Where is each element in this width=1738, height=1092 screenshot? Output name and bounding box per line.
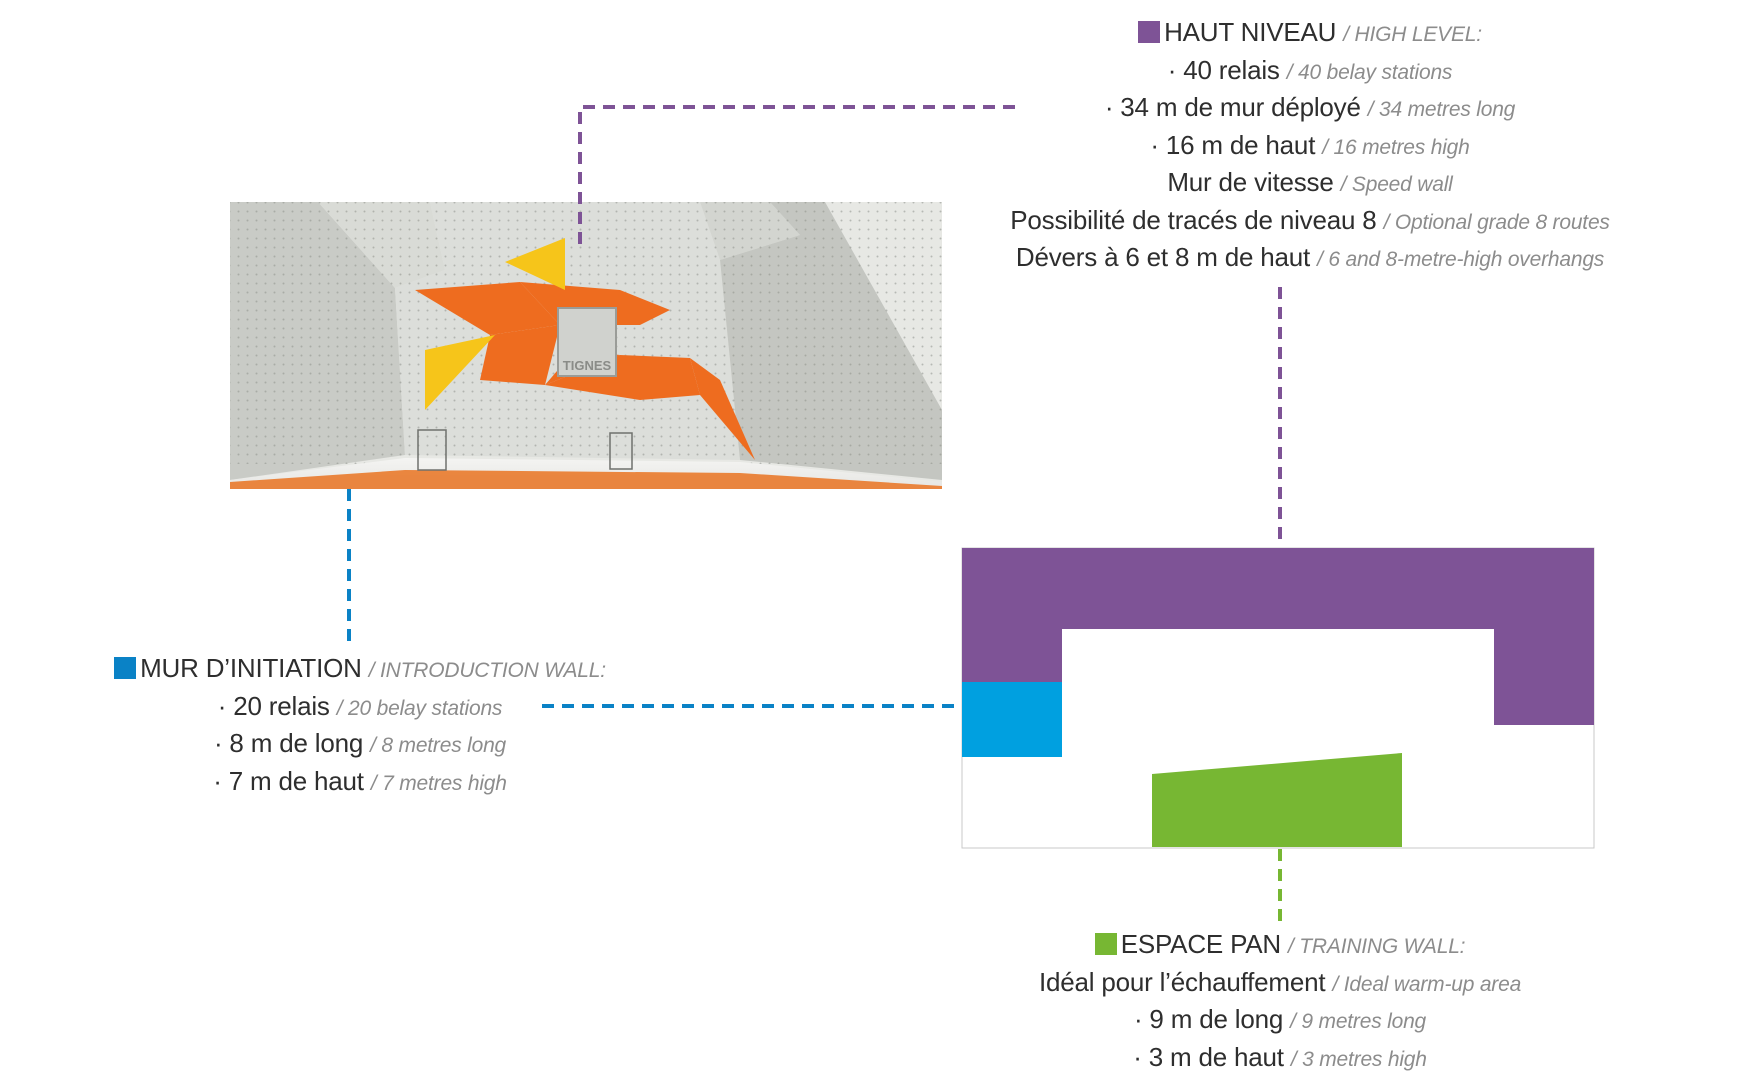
line-fr: · 3 m de haut — [1133, 1041, 1284, 1072]
intro-wall-title-en: / INTRODUCTION WALL: — [368, 659, 606, 682]
yellow-volumes — [425, 238, 565, 410]
training-wall-line: · 9 m de long / 9 metres long — [960, 1002, 1600, 1040]
yellow-volume-1 — [505, 238, 565, 290]
training-wall-info: ESPACE PAN / TRAINING WALL: Idéal pour l… — [960, 927, 1600, 1077]
plan-training-zone — [1152, 753, 1402, 847]
training-wall-title-fr: ESPACE PAN — [1120, 929, 1282, 959]
line-en: / 9 metres long — [1290, 1010, 1427, 1033]
high-level-info: HAUT NIVEAU / HIGH LEVEL: · 40 relais / … — [930, 15, 1690, 278]
training-wall-title: ESPACE PAN / TRAINING WALL: — [960, 927, 1600, 965]
line-fr: · 9 m de long — [1133, 1004, 1284, 1034]
high-level-swatch — [1138, 21, 1161, 43]
orange-volumes — [415, 282, 755, 460]
training-wall-swatch — [1094, 933, 1117, 955]
intro-wall-swatch — [114, 657, 137, 679]
orange-volume-5 — [690, 358, 755, 460]
line-fr: · 40 relais — [1167, 54, 1280, 85]
tignes-logo-text: TIGNES — [563, 358, 612, 373]
intro-wall-line: · 8 m de long / 8 metres long — [80, 726, 640, 764]
high-level-line: Mur de vitesse / Speed wall — [930, 165, 1690, 203]
line-en: / 20 belay stations — [336, 696, 503, 720]
line-fr: · 20 relais — [217, 690, 330, 721]
line-en: / Speed wall — [1340, 173, 1453, 196]
line-en: / Optional grade 8 routes — [1383, 210, 1610, 234]
line-en: / 3 metres high — [1290, 1047, 1427, 1071]
line-en: / 40 belay stations — [1286, 60, 1453, 84]
line-fr: Dévers à 6 et 8 m de haut — [1015, 242, 1311, 272]
high-level-title-en: / HIGH LEVEL: — [1343, 23, 1482, 46]
line-en: / Ideal warm-up area — [1332, 972, 1522, 996]
intro-wall-line: · 7 m de haut / 7 metres high — [80, 764, 640, 802]
high-level-line: · 16 m de haut / 16 metres high — [930, 128, 1690, 166]
leader-lines — [347, 105, 1282, 922]
orange-volume-3 — [480, 325, 560, 385]
line-fr: Possibilité de tracés de niveau 8 — [1010, 204, 1377, 235]
training-wall-line: · 3 m de haut / 3 metres high — [960, 1040, 1600, 1078]
door-left — [417, 429, 447, 471]
line-fr: Mur de vitesse — [1167, 167, 1334, 197]
line-en: / 16 metres high — [1322, 135, 1470, 159]
high-level-title-fr: HAUT NIVEAU — [1164, 17, 1337, 47]
line-en: / 7 metres high — [370, 771, 507, 795]
climbing-wall-render: TIGNES — [230, 202, 942, 489]
orange-volume-4 — [545, 355, 700, 400]
plan-intro-zone — [962, 682, 1062, 757]
high-level-line: Possibilité de tracés de niveau 8 / Opti… — [930, 203, 1690, 241]
line-en: / 34 metres long — [1367, 98, 1516, 121]
intro-wall-info: MUR D’INITIATION / INTRODUCTION WALL: · … — [80, 651, 640, 801]
tignes-logo-panel — [557, 307, 617, 377]
floor-plan — [961, 547, 1595, 849]
yellow-volume-2 — [425, 335, 495, 410]
line-fr: · 34 m de mur déployé — [1104, 92, 1361, 122]
line-fr: Idéal pour l’échauffement — [1038, 966, 1326, 997]
high-level-line: · 40 relais / 40 belay stations — [930, 53, 1690, 91]
high-level-line: · 34 m de mur déployé / 34 metres long — [930, 90, 1690, 128]
line-fr: · 7 m de haut — [213, 765, 364, 796]
door-right — [609, 432, 633, 470]
high-level-line: Dévers à 6 et 8 m de haut / 6 and 8-metr… — [930, 240, 1690, 278]
line-fr: · 16 m de haut — [1150, 129, 1316, 160]
training-wall-line: Idéal pour l’échauffement / Ideal warm-u… — [960, 965, 1600, 1003]
plan-high-level-zone — [962, 548, 1594, 725]
floor-mat-edge — [230, 470, 942, 489]
intro-wall-line: · 20 relais / 20 belay stations — [80, 689, 640, 727]
line-en: / 8 metres long — [370, 734, 507, 757]
line-en: / 6 and 8-metre-high overhangs — [1317, 248, 1605, 271]
leader-high-to-render — [578, 105, 1015, 245]
intro-wall-title: MUR D’INITIATION / INTRODUCTION WALL: — [80, 651, 640, 689]
line-fr: · 8 m de long — [213, 728, 364, 758]
intro-wall-title-fr: MUR D’INITIATION — [140, 653, 362, 683]
high-level-title: HAUT NIVEAU / HIGH LEVEL: — [930, 15, 1690, 53]
orange-volume-1 — [415, 282, 560, 335]
training-wall-title-en: / TRAINING WALL: — [1288, 935, 1466, 958]
